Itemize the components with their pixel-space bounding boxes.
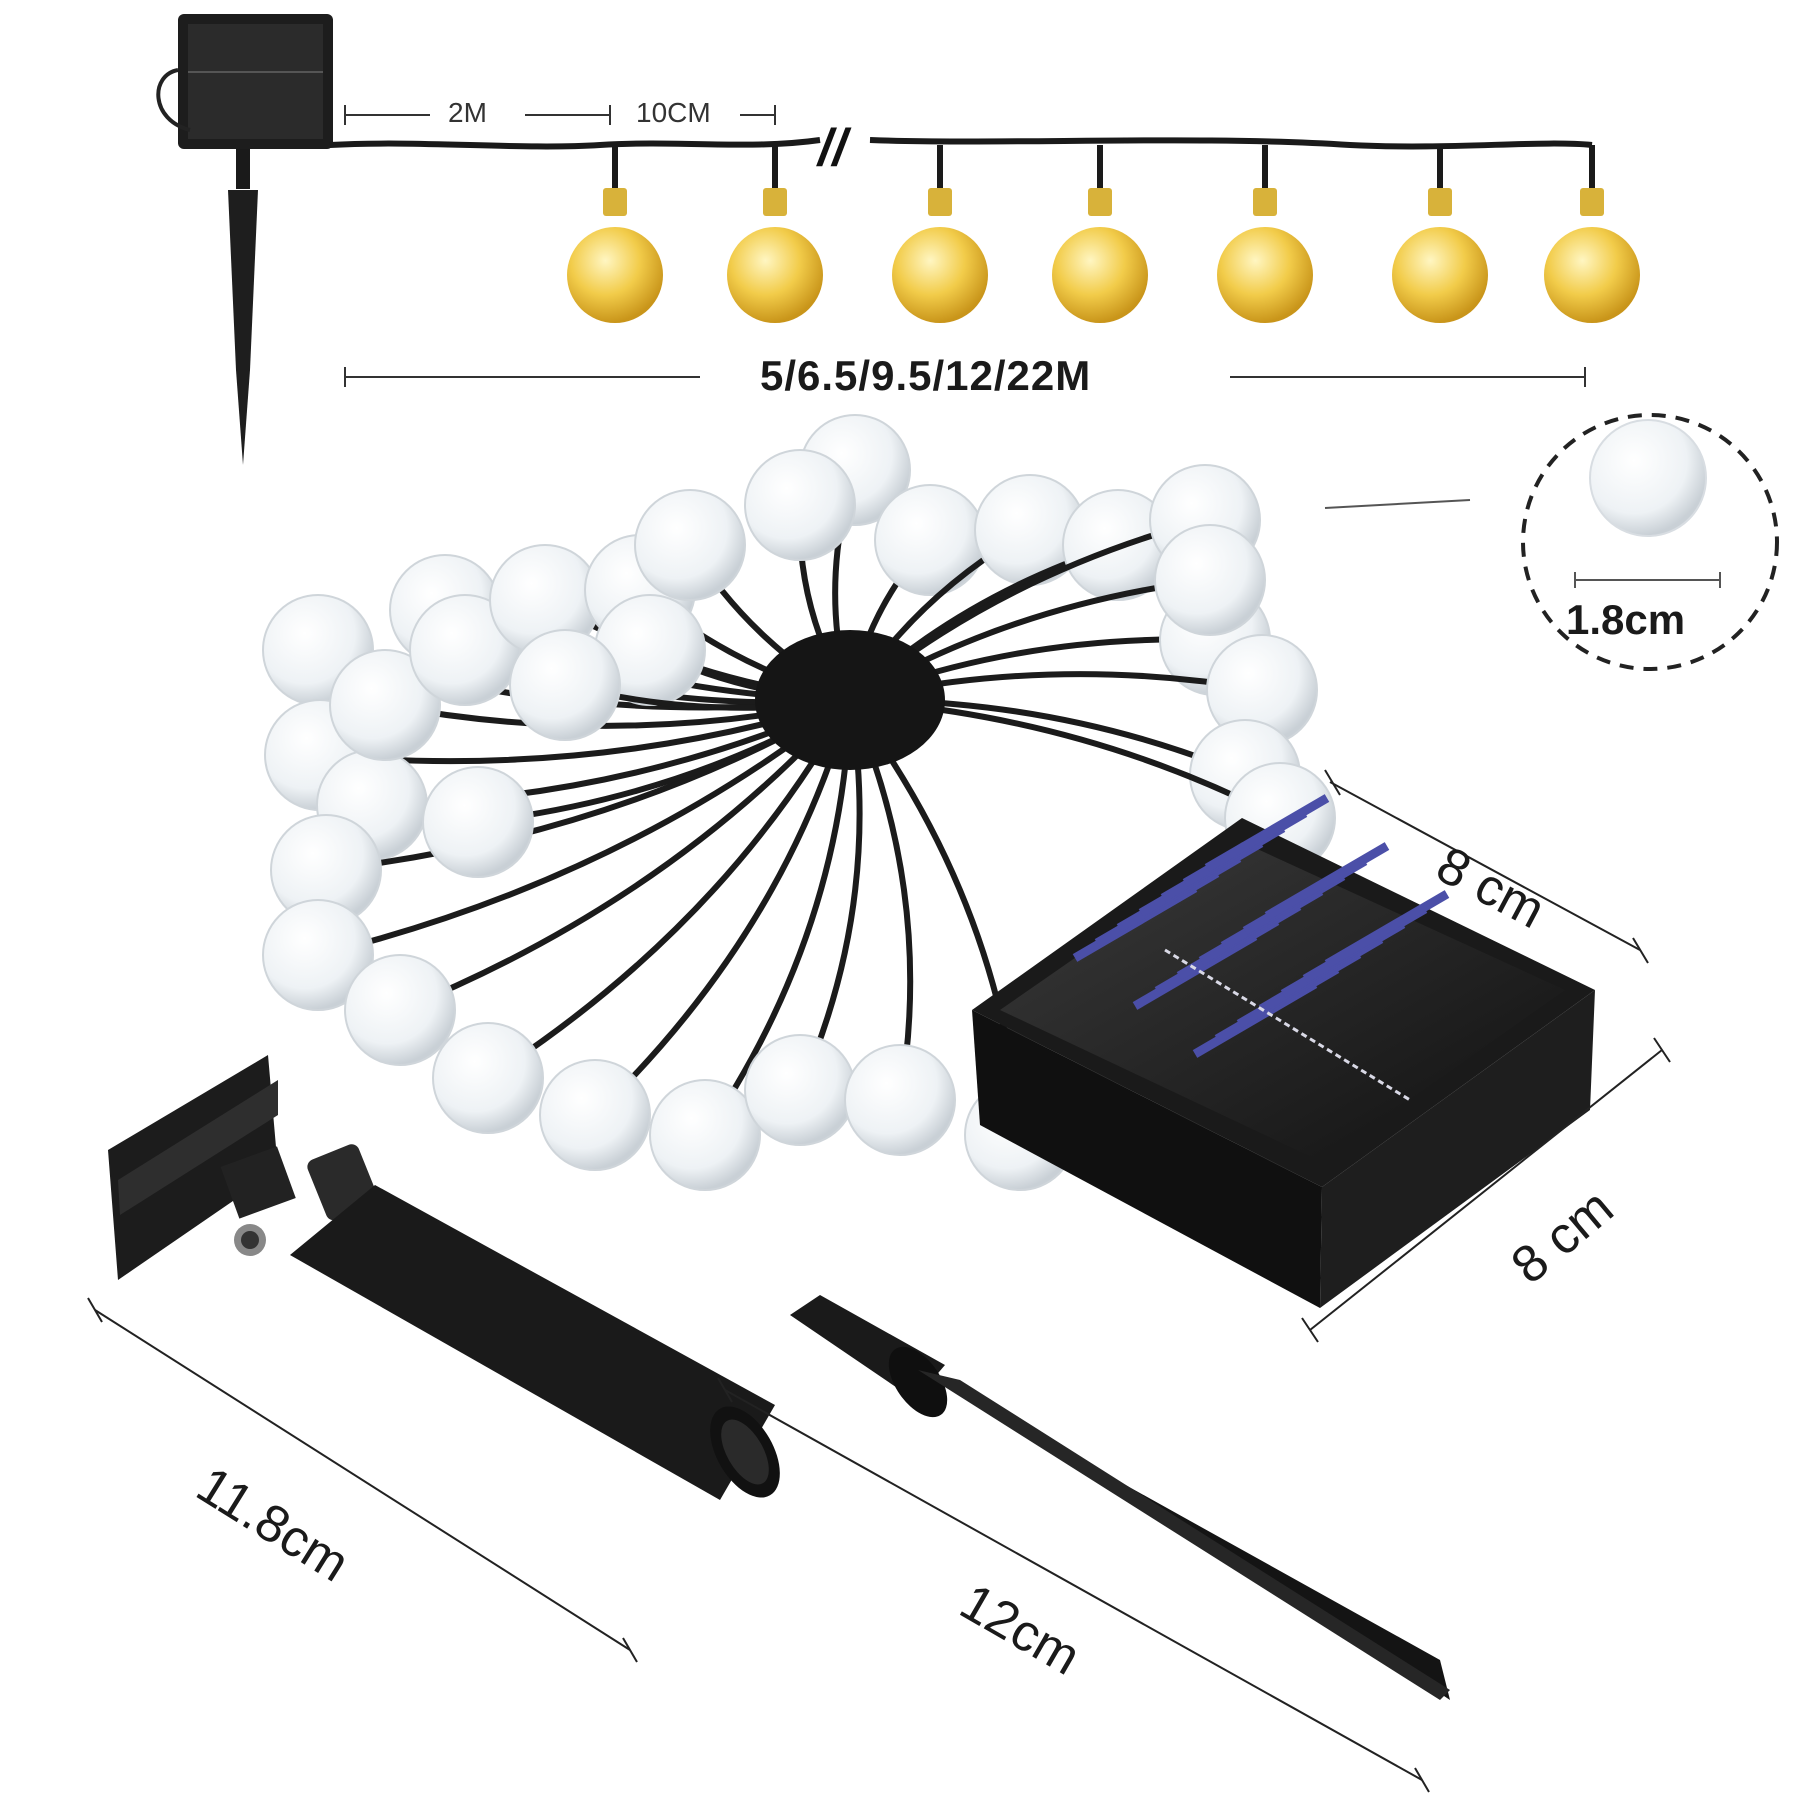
lit-bulb [892, 145, 988, 323]
bulb-diameter-callout [1324, 413, 1779, 671]
panel-dimension-lines [1301, 769, 1671, 1343]
lit-bulb [1544, 145, 1640, 323]
mini-stake [228, 149, 258, 465]
total-length-label: 5/6.5/9.5/12/22M [760, 352, 1092, 399]
solar-cell-strip [1264, 842, 1390, 920]
panel-holder [108, 1055, 780, 1500]
top-dimension-lines [344, 105, 1586, 387]
top-wire-left [329, 137, 821, 150]
lit-bulb [1392, 145, 1488, 323]
lit-bulb [567, 145, 663, 323]
solar-panel [972, 794, 1595, 1308]
wire-bundle [755, 630, 945, 770]
lit-bulb [1052, 145, 1148, 323]
bulb-spacing-label: 10CM [636, 97, 711, 128]
lit-bulb [1217, 145, 1313, 323]
solar-cell-strip [1204, 794, 1330, 872]
bulb-diameter-label: 1.8cm [1566, 596, 1686, 643]
top-wire-right [869, 137, 1593, 150]
clear-bulb [509, 629, 851, 741]
mini-solar-panel [156, 14, 333, 149]
cable-length-label: 2M [448, 97, 487, 128]
holder-dimension-line [87, 1297, 638, 1663]
clear-bulb [847, 474, 1086, 702]
solar-cell-strip [1324, 890, 1450, 968]
top-string-light [156, 14, 1640, 465]
stake-dimension-line [717, 1377, 1430, 1793]
bulb-cluster [262, 414, 1336, 1191]
break-mark: // [818, 119, 847, 177]
ground-stake [790, 1295, 1450, 1700]
lit-bulb [727, 145, 823, 323]
